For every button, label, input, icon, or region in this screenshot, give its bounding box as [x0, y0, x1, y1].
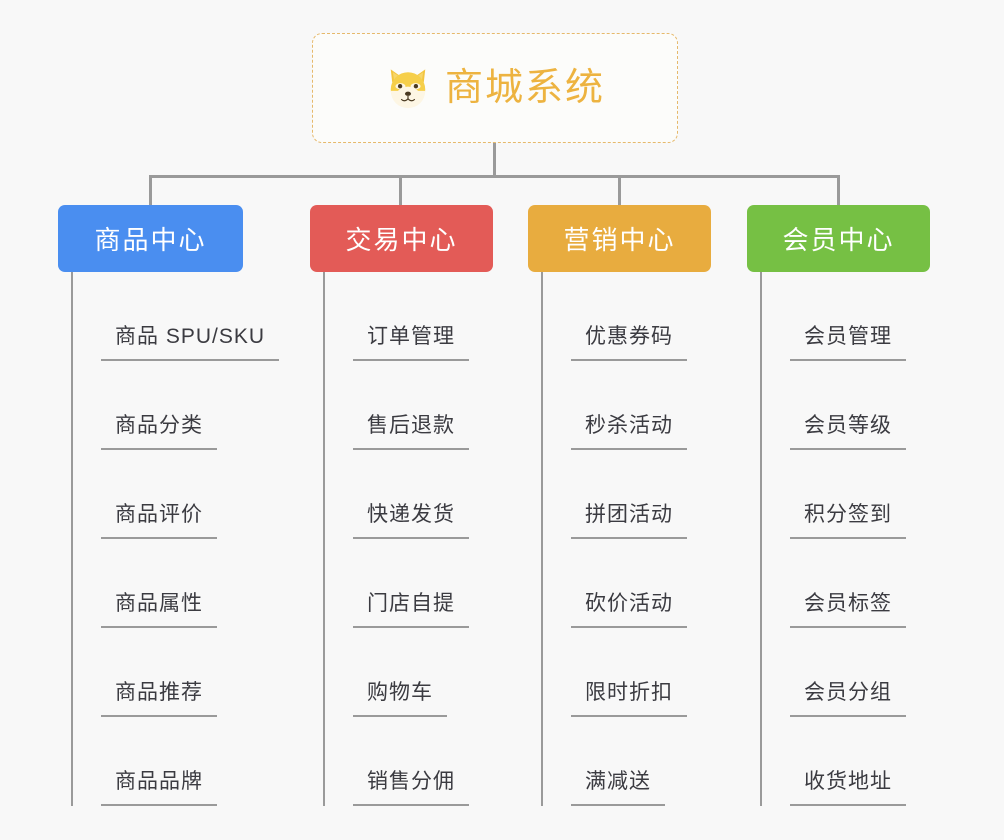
branch-leaf-list: 订单管理售后退款快递发货门店自提购物车销售分佣: [323, 272, 469, 806]
branch-header-member-center[interactable]: 会员中心: [747, 205, 930, 272]
leaf-item[interactable]: 会员管理: [760, 272, 906, 361]
branch-leaf-list: 优惠券码秒杀活动拼团活动砍价活动限时折扣满减送: [541, 272, 687, 806]
branch-column: 交易中心 订单管理售后退款快递发货门店自提购物车销售分佣: [310, 205, 493, 806]
leaf-item[interactable]: 优惠券码: [541, 272, 687, 361]
leaf-item-label: 商品推荐: [101, 676, 217, 717]
leaf-item-label: 商品品牌: [101, 765, 217, 806]
branch-column: 商品中心 商品 SPU/SKU 商品分类商品评价商品属性商品推荐商品品牌: [58, 205, 280, 806]
leaf-item[interactable]: 拼团活动: [541, 450, 687, 539]
leaf-item[interactable]: 售后退款: [323, 361, 469, 450]
leaf-item[interactable]: 快递发货: [323, 450, 469, 539]
branch-column: 会员中心 会员管理会员等级积分签到会员标签会员分组收货地址: [747, 205, 930, 806]
leaf-item-label: 销售分佣: [353, 765, 469, 806]
leaf-item[interactable]: 会员分组: [760, 628, 906, 717]
leaf-item[interactable]: 购物车: [323, 628, 469, 717]
leaf-item-label: 限时折扣: [571, 676, 687, 717]
leaf-item-label: 售后退款: [353, 409, 469, 450]
branch-leaf-list: 会员管理会员等级积分签到会员标签会员分组收货地址: [760, 272, 906, 806]
leaf-item[interactable]: 订单管理: [323, 272, 469, 361]
leaf-item[interactable]: 商品 SPU/SKU: [71, 272, 280, 361]
leaf-item[interactable]: 销售分佣: [323, 717, 469, 806]
leaf-item-label: 会员等级: [790, 409, 906, 450]
leaf-item[interactable]: 满减送: [541, 717, 687, 806]
leaf-item[interactable]: 商品品牌: [71, 717, 279, 806]
leaf-item-label: 购物车: [353, 676, 447, 717]
leaf-item[interactable]: 积分签到: [760, 450, 906, 539]
leaf-item[interactable]: 会员标签: [760, 539, 906, 628]
leaf-item-label: 会员分组: [790, 676, 906, 717]
leaf-item-label: 积分签到: [790, 498, 906, 539]
leaf-item-label: 商品属性: [101, 587, 217, 628]
leaf-item-label: 会员管理: [790, 320, 906, 361]
leaf-item-label: 商品分类: [101, 409, 217, 450]
connector-drop-2: [399, 175, 402, 206]
shiba-dog-icon: [390, 69, 426, 109]
connector-drop-3: [618, 175, 621, 206]
leaf-item-label: 拼团活动: [571, 498, 687, 539]
leaf-item-label: 商品评价: [101, 498, 217, 539]
root-node[interactable]: 商城系统: [312, 33, 678, 143]
branch-leaf-list: 商品 SPU/SKU 商品分类商品评价商品属性商品推荐商品品牌: [71, 272, 280, 806]
leaf-item-label: 秒杀活动: [571, 409, 687, 450]
leaf-item[interactable]: 商品推荐: [71, 628, 279, 717]
branch-column: 营销中心 优惠券码秒杀活动拼团活动砍价活动限时折扣满减送: [528, 205, 711, 806]
leaf-item-label: 满减送: [571, 765, 665, 806]
leaf-item[interactable]: 秒杀活动: [541, 361, 687, 450]
connector-root-stem: [493, 143, 496, 177]
branch-header-product-center[interactable]: 商品中心: [58, 205, 243, 272]
leaf-item[interactable]: 商品分类: [71, 361, 279, 450]
leaf-item-label: 优惠券码: [571, 320, 687, 361]
leaf-item[interactable]: 限时折扣: [541, 628, 687, 717]
branch-header-marketing-center[interactable]: 营销中心: [528, 205, 711, 272]
branch-spine: [541, 272, 543, 806]
branch-spine: [71, 272, 73, 806]
connector-drop-4: [837, 175, 840, 206]
branch-spine: [760, 272, 762, 806]
connector-drop-1: [149, 175, 152, 206]
leaf-item[interactable]: 商品属性: [71, 539, 279, 628]
leaf-item[interactable]: 门店自提: [323, 539, 469, 628]
leaf-item-label: 收货地址: [790, 765, 906, 806]
leaf-item[interactable]: 收货地址: [760, 717, 906, 806]
connector-horizontal-bus: [150, 175, 840, 178]
branch-spine: [323, 272, 325, 806]
leaf-item-label: 会员标签: [790, 587, 906, 628]
leaf-item-label: 订单管理: [353, 320, 469, 361]
leaf-item-label: 砍价活动: [571, 587, 687, 628]
leaf-item[interactable]: 商品评价: [71, 450, 279, 539]
root-title: 商城系统: [444, 67, 605, 109]
leaf-item[interactable]: 砍价活动: [541, 539, 687, 628]
leaf-item[interactable]: 会员等级: [760, 361, 906, 450]
leaf-item-label: 门店自提: [353, 587, 469, 628]
branch-header-trade-center[interactable]: 交易中心: [310, 205, 493, 272]
leaf-item-label: 快递发货: [353, 498, 469, 539]
leaf-item-label: 商品 SPU/SKU: [101, 320, 280, 361]
